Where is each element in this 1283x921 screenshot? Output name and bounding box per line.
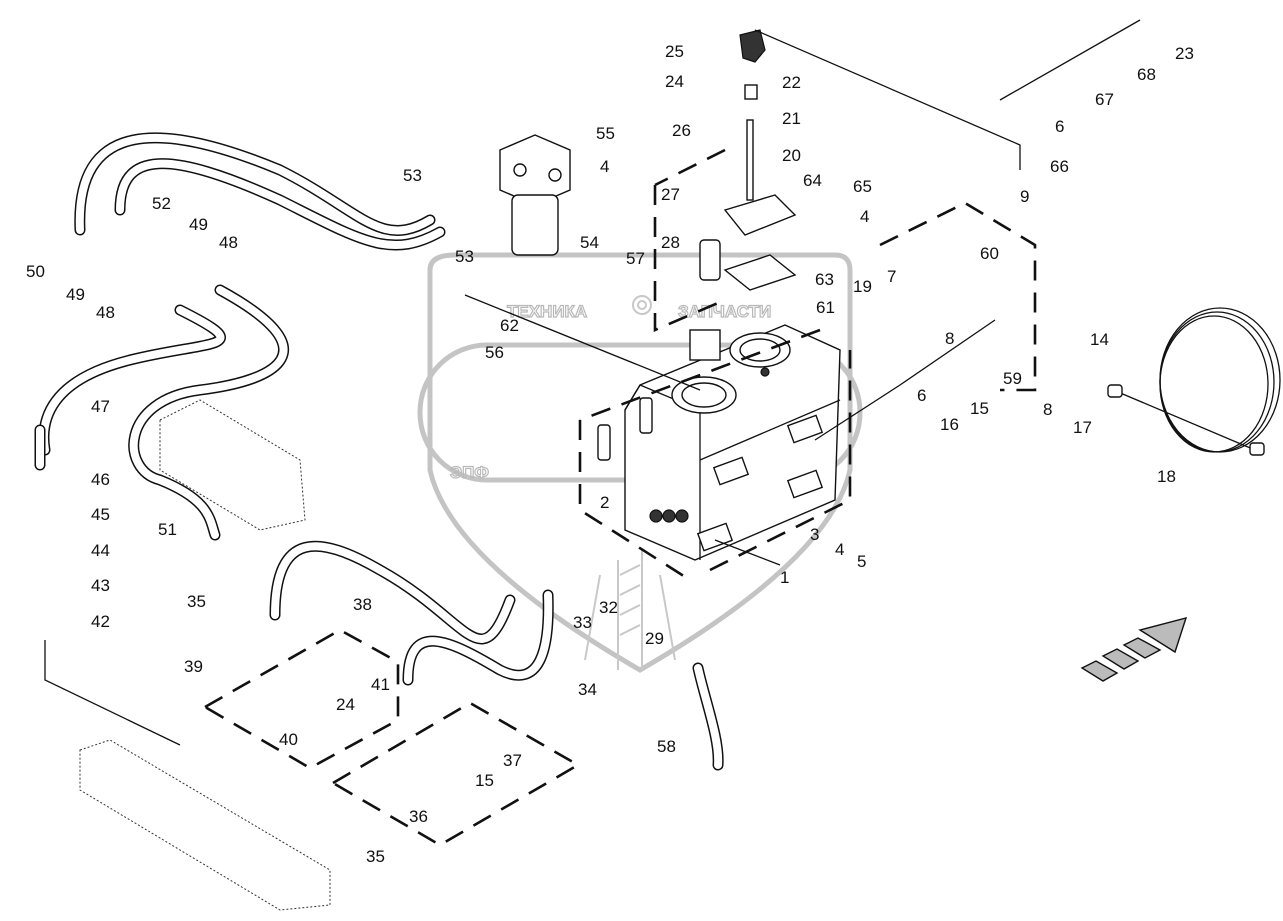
callout-40[interactable]: 40 [279,730,298,749]
callout-46[interactable]: 46 [91,470,110,489]
callouts: 1 2 3 4 4 4 5 6 6 7 8 8 9 14 15 15 16 17… [26,42,1194,866]
callout-58[interactable]: 58 [657,737,676,756]
callout-19[interactable]: 19 [853,277,872,296]
direction-arrow-icon [1080,617,1188,682]
leader-lines [44,19,1141,746]
callout-32[interactable]: 32 [599,598,618,617]
callout-15[interactable]: 15 [475,771,494,790]
pump-outline-upper [159,399,306,531]
callout-68[interactable]: 68 [1137,65,1156,84]
callout-37[interactable]: 37 [503,751,522,770]
callout-5[interactable]: 5 [857,552,866,571]
return-filter [499,134,571,256]
callout-48[interactable]: 48 [219,233,238,252]
callout-33[interactable]: 33 [573,613,592,632]
callout-25[interactable]: 25 [665,42,684,61]
callout-24[interactable]: 24 [336,695,355,714]
callout-27[interactable]: 27 [661,185,680,204]
callout-64[interactable]: 64 [803,171,822,190]
callout-34[interactable]: 34 [578,680,597,699]
gear-icon [632,295,652,315]
callout-6[interactable]: 6 [917,386,926,405]
hose-assemblies [34,132,724,771]
callout-24[interactable]: 24 [665,72,684,91]
callout-47[interactable]: 47 [91,397,110,416]
callout-3[interactable]: 3 [810,525,819,544]
callout-9[interactable]: 9 [1020,187,1029,206]
callout-8[interactable]: 8 [1043,400,1052,419]
callout-56[interactable]: 56 [485,343,504,362]
callout-35[interactable]: 35 [366,847,385,866]
hydraulic-tank [597,324,841,561]
callout-54[interactable]: 54 [580,233,599,252]
watermark-brand-right: ЗАПЧАСТИ [678,302,771,321]
callout-2[interactable]: 2 [600,493,609,512]
callout-23[interactable]: 23 [1175,44,1194,63]
watermark-shield-outline [427,252,853,673]
callout-21[interactable]: 21 [782,109,801,128]
pump-outline-lower [79,739,331,911]
callout-44[interactable]: 44 [91,541,110,560]
breather-assembly [699,29,797,291]
callout-4[interactable]: 4 [860,207,869,226]
callout-45[interactable]: 45 [91,505,110,524]
watermark-wheat [584,550,676,670]
callout-4[interactable]: 4 [600,157,609,176]
callout-36[interactable]: 36 [409,807,428,826]
coiled-cable [1107,307,1281,456]
group-39-outline [202,628,400,770]
callout-22[interactable]: 22 [782,73,801,92]
callout-53[interactable]: 53 [403,166,422,185]
tank-group-outline [578,328,852,582]
callout-65[interactable]: 65 [853,177,872,196]
callout-15[interactable]: 15 [970,399,989,418]
callout-7[interactable]: 7 [887,267,896,286]
group-26-outline [653,148,726,332]
callout-1[interactable]: 1 [780,568,789,587]
callout-26[interactable]: 26 [672,121,691,140]
callout-60[interactable]: 60 [980,244,999,263]
callout-49[interactable]: 49 [66,285,85,304]
watermark-logo-letters: ЭПФ [450,463,489,482]
callout-48[interactable]: 48 [96,303,115,322]
callout-20[interactable]: 20 [782,146,801,165]
callout-43[interactable]: 43 [91,576,110,595]
callout-39[interactable]: 39 [184,657,203,676]
callout-6[interactable]: 6 [1055,117,1064,136]
callout-50[interactable]: 50 [26,262,45,281]
callout-42[interactable]: 42 [91,612,110,631]
callout-41[interactable]: 41 [371,675,390,694]
callout-63[interactable]: 63 [815,270,834,289]
callout-62[interactable]: 62 [500,316,519,335]
callout-29[interactable]: 29 [645,629,664,648]
callout-35[interactable]: 35 [187,592,206,611]
callout-18[interactable]: 18 [1157,467,1176,486]
callout-28[interactable]: 28 [661,233,680,252]
callout-51[interactable]: 51 [158,520,177,539]
callout-53[interactable]: 53 [455,247,474,266]
callout-49[interactable]: 49 [189,215,208,234]
callout-17[interactable]: 17 [1073,418,1092,437]
callout-16[interactable]: 16 [940,415,959,434]
callout-8[interactable]: 8 [945,329,954,348]
callout-38[interactable]: 38 [353,595,372,614]
callout-66[interactable]: 66 [1050,157,1069,176]
callout-52[interactable]: 52 [152,194,171,213]
callout-4[interactable]: 4 [835,540,844,559]
group-35-outline [330,701,581,847]
callout-57[interactable]: 57 [626,249,645,268]
callout-67[interactable]: 67 [1095,90,1114,109]
watermark-brand-left: ТЕХНИКА [507,302,587,321]
callout-55[interactable]: 55 [596,124,615,143]
callout-61[interactable]: 61 [816,298,835,317]
group-9-outline [879,201,1037,392]
callout-14[interactable]: 14 [1090,330,1109,349]
callout-59[interactable]: 59 [1003,369,1022,388]
